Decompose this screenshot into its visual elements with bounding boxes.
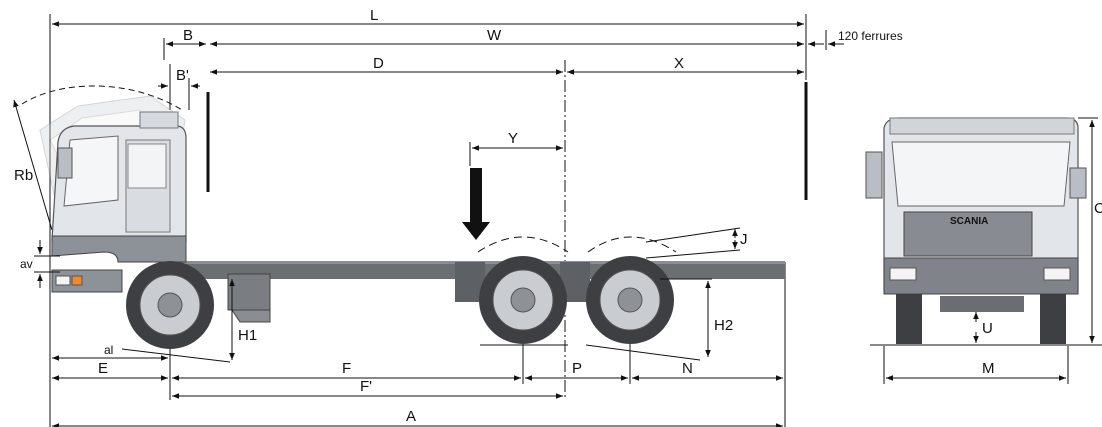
dimension-F-label: F [342, 360, 351, 377]
rear-wheel-travel-arc [587, 236, 677, 253]
front-left-tyre [896, 294, 922, 344]
left-headlamp [889, 267, 917, 281]
dimension-A-label: A [406, 408, 416, 425]
dimension-C-label: C [1094, 200, 1102, 217]
dimension-W-label: W [487, 27, 502, 44]
dimension-D-label: D [373, 55, 384, 72]
scania-badge-text: SCANIA [950, 216, 988, 227]
dimension-Y-label: Y [508, 130, 518, 147]
side-view: L B W 120 ferrures D X B' Rb [13, 7, 903, 427]
dimension-H2-label: H2 [714, 317, 733, 334]
right-headlamp [1043, 267, 1071, 281]
battery-box [227, 273, 271, 311]
load-point-arrow [462, 168, 490, 240]
rear-axle-wheel [586, 256, 674, 344]
dimension-L-label: L [370, 7, 378, 24]
dimension-Rb-label: Rb [14, 167, 33, 184]
front-ground-line [121, 348, 231, 363]
j-reference-line-top [645, 227, 741, 243]
front-wheel [126, 261, 214, 349]
dimension-Bprime-label: B' [176, 67, 189, 84]
front-axle [940, 296, 1024, 312]
left-mirror [865, 151, 883, 199]
dimension-av-label: av [20, 257, 33, 271]
windscreen-side [63, 135, 119, 207]
indicator-lamp [71, 275, 83, 286]
dimension-N-label: N [682, 360, 693, 377]
front-right-tyre [1040, 294, 1066, 344]
middle-axle-wheel [479, 256, 567, 344]
dimension-Fprime-label: F' [360, 378, 372, 395]
right-mirror [1069, 167, 1087, 199]
dimension-B-label: B [183, 27, 193, 44]
dimension-M-label: M [982, 360, 995, 377]
cab [51, 111, 187, 293]
dimension-P-label: P [572, 360, 582, 377]
cab-bumper-area [51, 235, 187, 263]
ferrures-label: 120 ferrures [838, 29, 903, 43]
dimension-E-label: E [98, 360, 108, 377]
front-view: SCANIA C U M [865, 117, 1102, 384]
cab-tilt-arc [21, 85, 183, 111]
j-reference-line-bottom [645, 249, 741, 259]
rear-ground-line [585, 344, 701, 361]
dimension-J-label: J [740, 231, 748, 248]
dimension-H1-label: H1 [238, 327, 257, 344]
front-roof [889, 117, 1075, 135]
cab-roof-spoiler [139, 111, 179, 129]
dimension-al-label: al [104, 343, 113, 357]
front-grille [903, 211, 1033, 257]
mirror [57, 147, 73, 179]
door-window [127, 143, 167, 189]
step-box [231, 309, 271, 323]
dimension-X-label: X [674, 55, 684, 72]
dimension-U-label: U [982, 320, 993, 337]
tilt-radius-line [13, 99, 53, 231]
mid-wheel-travel-arc [477, 236, 569, 253]
front-windscreen [891, 141, 1071, 207]
headlamp [55, 275, 71, 286]
